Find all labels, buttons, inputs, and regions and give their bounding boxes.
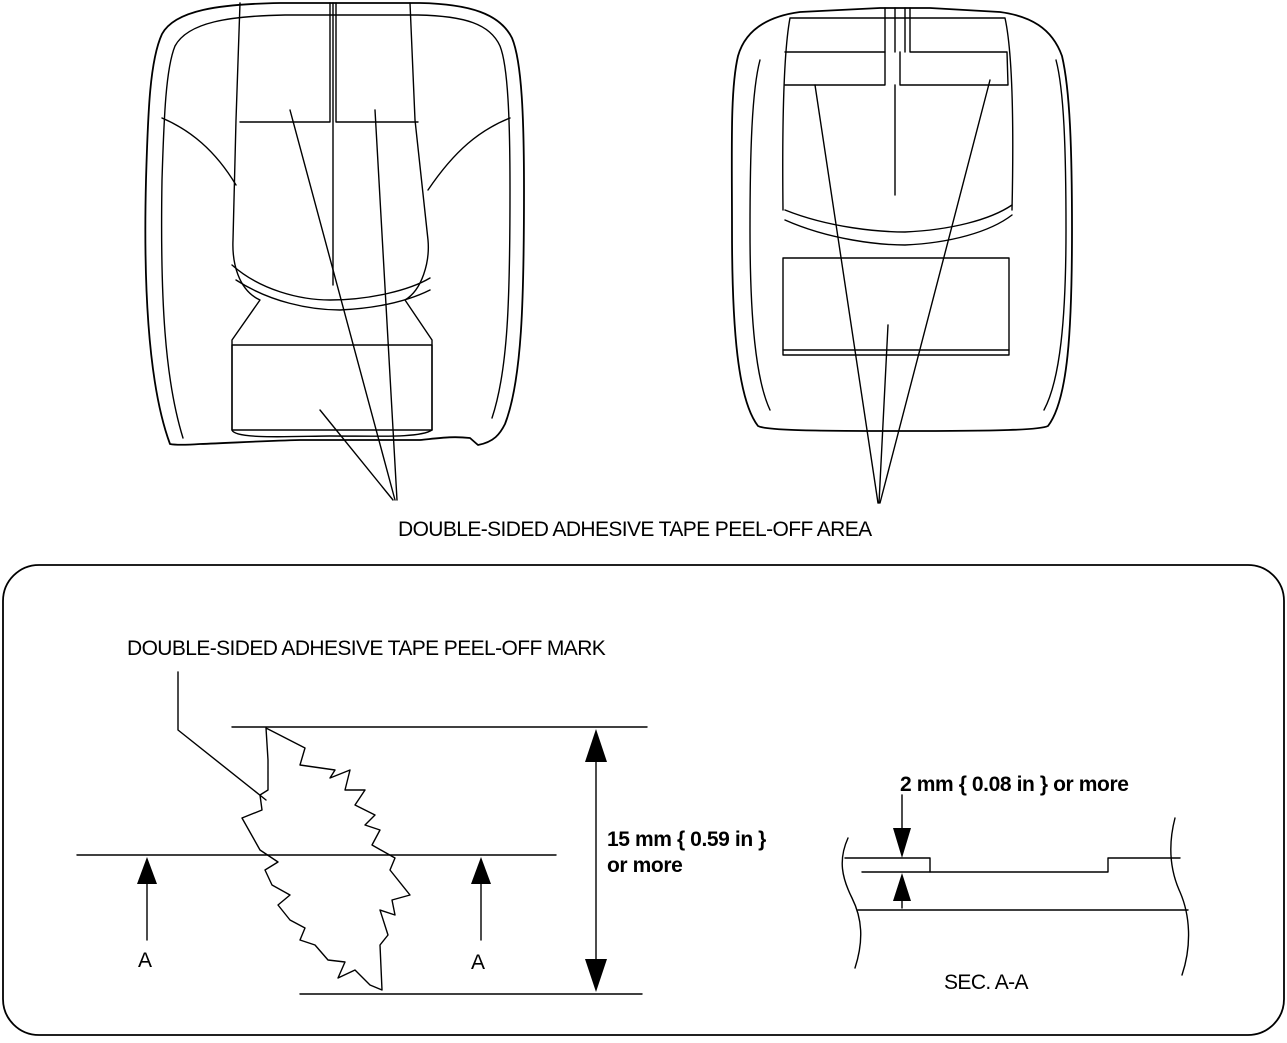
height-dimension — [585, 729, 607, 992]
section-arrow-left — [137, 857, 157, 941]
detail-frame — [2, 564, 1285, 1036]
mark-leader-line — [177, 671, 267, 801]
section-arrow-right — [471, 857, 491, 941]
section-marker-left: A — [138, 949, 152, 972]
section-marker-right: A — [471, 951, 485, 974]
section-label: SEC. A-A — [944, 971, 1028, 994]
height-dimension-line2: or more — [607, 854, 682, 877]
area-leader-lines — [289, 79, 991, 504]
seat-back-left-drawing — [144, 2, 525, 446]
peel-off-mark-shape — [241, 727, 411, 991]
gap-dimension: 2 mm { 0.08 in } or more — [900, 773, 1129, 796]
peel-off-area-callout: DOUBLE-SIDED ADHESIVE TAPE PEEL-OFF AREA — [398, 518, 872, 541]
seat-back-right-drawing — [730, 7, 1073, 432]
peel-off-mark-callout: DOUBLE-SIDED ADHESIVE TAPE PEEL-OFF MARK — [127, 637, 606, 660]
section-view-drawing — [841, 794, 1190, 976]
height-dimension-line1: 15 mm { 0.59 in } — [607, 828, 766, 851]
